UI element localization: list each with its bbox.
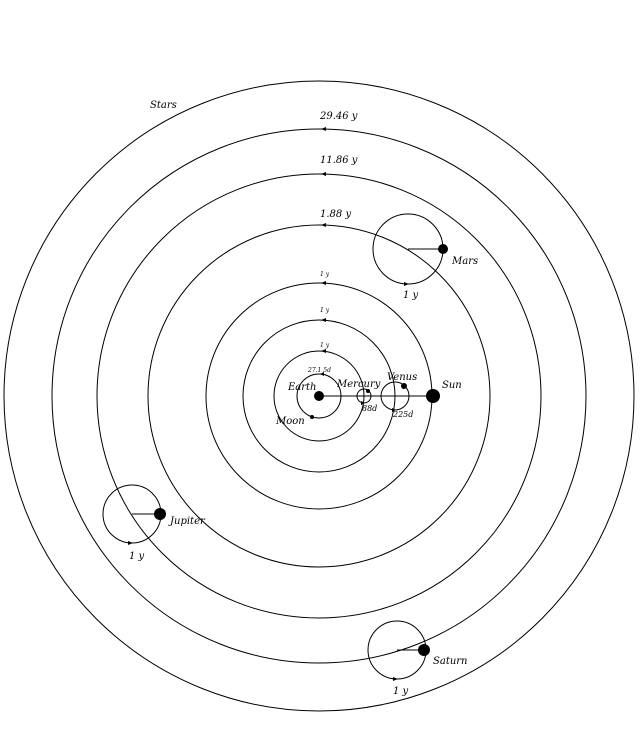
mercury-orbit-arrow bbox=[321, 349, 326, 353]
saturn-deferent bbox=[51, 128, 587, 664]
saturn-epicycle-period-label: 1 y bbox=[393, 686, 409, 697]
sun-label: Sun bbox=[442, 380, 462, 391]
mars-body bbox=[438, 244, 448, 254]
jupiter-orbit-arrow bbox=[321, 172, 326, 176]
moon-orbit-arrow bbox=[320, 372, 324, 376]
mars-period-label: 1.88 y bbox=[320, 209, 351, 220]
saturn-epicycle-arrow bbox=[393, 677, 398, 681]
saturn-period-label: 29.46 y bbox=[319, 111, 358, 122]
sun-orbit-period-label: 1 y bbox=[320, 271, 330, 278]
venus-epicycle-period-label: 225d bbox=[392, 410, 413, 419]
mercury-epicycle-arrow bbox=[361, 401, 365, 405]
jupiter-label: Jupiter bbox=[168, 516, 206, 527]
saturn-body bbox=[418, 644, 430, 656]
jupiter-period-label: 11.86 y bbox=[320, 155, 358, 166]
saturn-label: Saturn bbox=[433, 656, 468, 667]
mars-deferent bbox=[147, 224, 491, 568]
stars-label: Stars bbox=[150, 100, 177, 111]
mercury-orbit-period-label: 1 y bbox=[320, 342, 330, 349]
venus-body bbox=[401, 383, 407, 389]
moon-period-label: 27.1 5d bbox=[307, 367, 331, 374]
jupiter-epicycle-period-label: 1 y bbox=[129, 551, 145, 562]
jupiter-epicycle-arrow bbox=[128, 541, 133, 545]
sun-orbit-arrow bbox=[321, 281, 326, 285]
mercury-epicycle-period-label: 88d bbox=[362, 404, 377, 413]
jupiter-body bbox=[154, 508, 166, 520]
sun-body bbox=[426, 389, 440, 403]
mercury-body bbox=[366, 389, 370, 393]
mars-epicycle-arrow bbox=[404, 282, 409, 286]
saturn-orbit-arrow bbox=[321, 127, 326, 131]
moon-body bbox=[310, 415, 314, 419]
mars-epicycle-period-label: 1 y bbox=[403, 290, 419, 301]
jupiter-deferent bbox=[96, 173, 542, 619]
mars-orbit-arrow bbox=[321, 223, 326, 227]
stars-sphere bbox=[3, 80, 635, 712]
venus-epicycle-arrow bbox=[392, 408, 396, 412]
moon-label: Moon bbox=[275, 416, 305, 427]
venus-orbit-arrow bbox=[321, 318, 326, 322]
mercury-label: Mercury bbox=[336, 379, 381, 390]
venus-orbit-period-label: 1 y bbox=[320, 307, 330, 314]
venus-label: Venus bbox=[387, 372, 417, 383]
earth-label: Earth bbox=[287, 382, 317, 393]
mars-label: Mars bbox=[451, 256, 478, 267]
